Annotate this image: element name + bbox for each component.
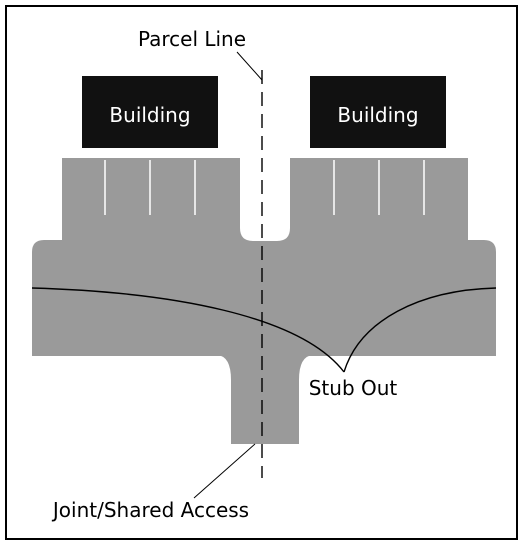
- parcel-line-leader: [236, 51, 263, 81]
- parking-lot-left: [32, 158, 261, 356]
- building-right: Building: [310, 76, 446, 148]
- drive-curves: [31, 287, 497, 373]
- parking-lot-right: [261, 158, 496, 356]
- building-right-footprint: [310, 76, 446, 148]
- building-left-label: Building: [109, 103, 190, 127]
- building-right-label: Building: [337, 103, 418, 127]
- stub-out-label: Stub Out: [309, 376, 398, 400]
- stall-stripes: [104, 160, 425, 215]
- building-left: Building: [82, 76, 218, 148]
- building-left-footprint: [82, 76, 218, 148]
- parcel-line-label: Parcel Line: [138, 27, 246, 51]
- joint-access-label: Joint/Shared Access: [51, 498, 249, 522]
- joint-access-leader: [193, 443, 256, 499]
- pavement-area: [32, 158, 496, 444]
- drive-curve-left: [31, 287, 345, 373]
- drive-curve-right: [343, 287, 497, 373]
- shared-access-stem: [200, 350, 320, 444]
